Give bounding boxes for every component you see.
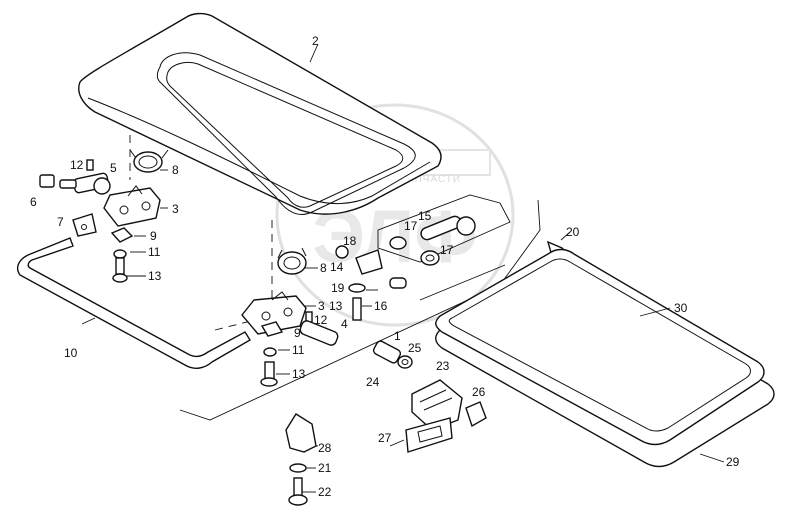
fastener-stack-upper bbox=[110, 227, 134, 283]
spring-clip-part-8-lower bbox=[277, 247, 307, 275]
pin-stack-center bbox=[372, 340, 413, 369]
callout-9: 9 bbox=[294, 326, 301, 340]
hood-cover-part-2 bbox=[78, 12, 442, 215]
callout-13: 13 bbox=[292, 367, 306, 381]
callout-25: 25 bbox=[408, 341, 422, 355]
callout-6: 6 bbox=[30, 195, 37, 209]
callout-28: 28 bbox=[318, 441, 332, 455]
fastener-stack-lower bbox=[260, 311, 339, 387]
left-hinge-pins bbox=[39, 159, 111, 195]
callout-30: 30 bbox=[674, 301, 688, 315]
callout-13: 13 bbox=[148, 269, 162, 283]
callout-17: 17 bbox=[440, 243, 454, 257]
callout-27: 27 bbox=[378, 431, 392, 445]
support-rod-part-10 bbox=[16, 237, 251, 369]
hinge-bracket-part-3-upper bbox=[103, 185, 161, 227]
callout-21: 21 bbox=[318, 461, 332, 475]
callout-10: 10 bbox=[64, 346, 78, 360]
callout-14: 14 bbox=[330, 260, 344, 274]
callout-19: 19 bbox=[331, 281, 345, 295]
callout-11: 11 bbox=[292, 343, 305, 357]
callout-17: 17 bbox=[404, 219, 418, 233]
callout-12: 12 bbox=[70, 158, 84, 172]
callout-3: 3 bbox=[172, 202, 179, 216]
latch-assembly-center bbox=[335, 194, 511, 321]
callout-3: 3 bbox=[318, 299, 325, 313]
callout-7: 7 bbox=[57, 215, 64, 229]
callout-5: 5 bbox=[110, 161, 117, 175]
callout-4: 4 bbox=[341, 317, 348, 331]
callout-2: 2 bbox=[312, 34, 319, 48]
callout-12: 12 bbox=[314, 313, 328, 327]
callout-22: 22 bbox=[318, 485, 332, 499]
spring-clip-part-8-upper bbox=[129, 149, 169, 173]
plate-part-7 bbox=[72, 213, 97, 237]
leader-lines bbox=[81, 43, 725, 493]
seal-part-30 bbox=[435, 248, 765, 446]
hinge-bracket-part-3-lower bbox=[241, 291, 307, 335]
callout-26: 26 bbox=[472, 385, 486, 399]
callout-1: 1 bbox=[394, 329, 401, 343]
callout-18: 18 bbox=[343, 234, 357, 248]
callout-29: 29 bbox=[726, 455, 740, 469]
callout-13: 13 bbox=[329, 299, 343, 313]
callout-24: 24 bbox=[366, 375, 380, 389]
callout-15: 15 bbox=[418, 209, 432, 223]
callout-8: 8 bbox=[172, 163, 179, 177]
callout-8: 8 bbox=[320, 261, 327, 275]
callout-23: 23 bbox=[436, 359, 450, 373]
callout-9: 9 bbox=[150, 229, 157, 243]
callout-16: 16 bbox=[374, 299, 388, 313]
callout-11: 11 bbox=[148, 245, 161, 259]
callout-20: 20 bbox=[566, 225, 580, 239]
lock-assembly bbox=[405, 379, 487, 453]
callout-labels: 2 12 5 8 6 3 7 9 11 13 10 15 17 17 18 14… bbox=[30, 34, 740, 499]
bottom-bracket-stack bbox=[285, 413, 317, 506]
